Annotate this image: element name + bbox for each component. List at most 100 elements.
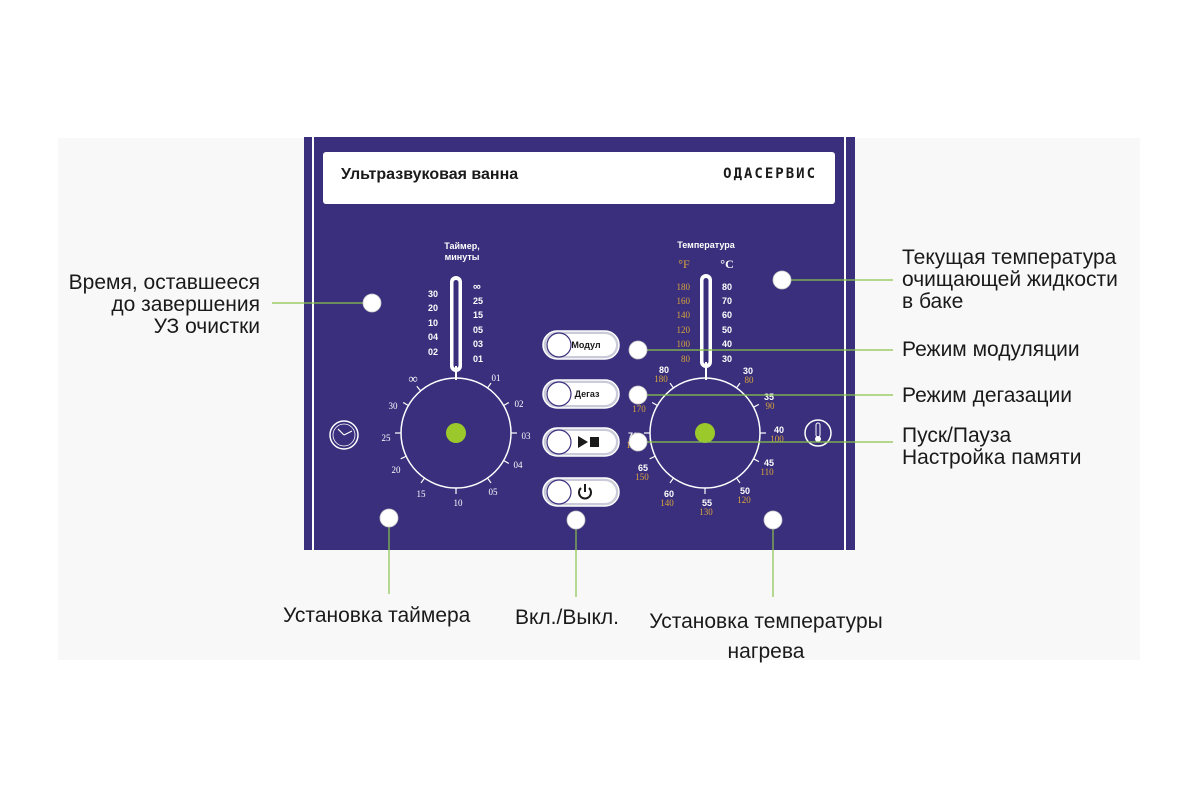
callout-time-remaining: Время, оставшееся до завершения УЗ очист… <box>69 272 260 338</box>
celsius-scale: 80 70 60 50 40 30 <box>722 282 732 364</box>
timer-dial[interactable]: ∞ 01 02 03 04 05 10 15 20 25 30 <box>382 371 532 508</box>
callout-play-memory: Пуск/Пауза Настройка памяти <box>902 425 1081 469</box>
brand-logo: ОДАСЕРВИС <box>723 166 817 182</box>
dial-tick <box>400 455 407 460</box>
timer-header-line1: Таймер, <box>444 241 479 251</box>
timer-dial-label: 04 <box>514 460 524 470</box>
marker-time-remaining <box>362 293 382 313</box>
callout-line: Пуск/Пауза <box>902 424 1012 447</box>
timer-dial-label: 10 <box>454 498 464 508</box>
timer-dial-label: 20 <box>392 465 402 475</box>
timer-scale-label: 04 <box>428 332 438 342</box>
callout-line: очищающей жидкости <box>902 268 1118 291</box>
temp-dial-fahrenheit: 140 <box>660 498 674 508</box>
temp-header: Температура <box>677 240 736 250</box>
timer-scale-label: 01 <box>473 354 483 364</box>
timer-dial-label: 25 <box>382 433 392 443</box>
dial-tick <box>651 401 658 407</box>
dial-tick <box>753 458 760 463</box>
temp-dial-celsius: 30 <box>743 366 753 376</box>
degas-button[interactable]: Дегаз <box>542 379 620 409</box>
temp-dial-fahrenheit: 100 <box>770 434 784 444</box>
temp-dial-fahrenheit: 90 <box>766 401 776 411</box>
fahrenheit-label: 140 <box>677 310 691 320</box>
timer-scale-label: 10 <box>428 318 438 328</box>
timer-scale-label: ∞ <box>473 281 481 293</box>
temp-dial-celsius: 60 <box>664 489 674 499</box>
temp-dial-fahrenheit: 110 <box>760 467 774 477</box>
temp-dial-celsius: 45 <box>764 458 774 468</box>
panel-edge-right <box>844 137 846 550</box>
temp-dial-celsius: 65 <box>638 463 648 473</box>
timer-scale-label: 20 <box>428 303 438 313</box>
timer-knob[interactable] <box>446 423 466 443</box>
temp-dial-celsius: 80 <box>659 365 669 375</box>
callout-markers <box>362 270 792 530</box>
fahrenheit-label: 100 <box>677 339 691 349</box>
timer-scale-label: 30 <box>428 289 438 299</box>
dial-tick <box>669 382 674 389</box>
temperature-dial-ticks <box>644 382 766 494</box>
temp-dial-fahrenheit: 180 <box>654 374 668 384</box>
fahrenheit-label: 160 <box>677 296 691 306</box>
callout-current-temp: Текущая температура очищающей жидкости в… <box>902 247 1118 313</box>
timer-header-line2: минуты <box>445 252 480 262</box>
callout-line: Текущая температура <box>902 246 1117 269</box>
marker-power <box>566 510 586 530</box>
power-icon <box>578 484 592 500</box>
power-button[interactable] <box>542 477 620 507</box>
thermometer-icon <box>804 419 832 447</box>
timer-scale-label: 03 <box>473 339 483 349</box>
temp-dial-celsius: 40 <box>774 425 784 435</box>
temp-dial-fahrenheit: 130 <box>699 507 713 517</box>
celsius-label: 30 <box>722 354 732 364</box>
callout-line: Настройка памяти <box>902 446 1082 469</box>
dial-tick <box>753 403 760 408</box>
dial-tick <box>736 477 741 484</box>
callout-line: Установка температуры <box>649 610 883 633</box>
temp-dial-celsius: 35 <box>764 392 774 402</box>
timer-dial-label: 30 <box>389 401 399 411</box>
panel-title: Ультразвуковая ванна <box>341 166 519 183</box>
temp-dial-fahrenheit: 120 <box>737 495 751 505</box>
callout-degas: Режим дегазации <box>902 384 1072 407</box>
timer-dial-label: 05 <box>489 487 499 497</box>
celsius-label: 80 <box>722 282 732 292</box>
modulation-button-label: Модул <box>571 340 601 350</box>
fahrenheit-label: 80 <box>681 354 691 364</box>
degas-button-label: Дегаз <box>575 389 600 399</box>
celsius-label: 40 <box>722 339 732 349</box>
callout-line: нагрева <box>727 640 805 663</box>
dial-tick <box>420 477 425 484</box>
temperature-knob[interactable] <box>695 423 715 443</box>
timer-scale-label: 02 <box>428 347 438 357</box>
callout-modulation: Режим модуляции <box>902 338 1080 361</box>
timer-dial-label: 03 <box>522 431 532 441</box>
dial-tick <box>402 401 409 407</box>
dial-tick <box>736 382 741 389</box>
timer-dial-label: 15 <box>417 489 427 499</box>
timer-dial-label: 01 <box>492 373 501 383</box>
callout-temp-set: Установка температуры нагрева <box>637 607 895 667</box>
fahrenheit-label: 180 <box>677 282 691 292</box>
dial-tick <box>669 477 674 484</box>
marker-degas <box>628 385 648 405</box>
title-plate: Ультразвуковая ванна ОДАСЕРВИС <box>323 152 835 204</box>
temp-dial-fahrenheit: 170 <box>632 404 646 414</box>
temperature-dial[interactable]: 80 180 30 80 35 90 40 100 45 110 50 120 … <box>626 365 784 517</box>
dial-tick <box>503 459 510 465</box>
timer-scale-label: 25 <box>473 296 483 306</box>
modulation-button[interactable]: Модул <box>542 330 620 360</box>
dial-tick <box>503 401 510 407</box>
timer-scale-label: 15 <box>473 310 483 320</box>
timer-dial-ticks <box>395 382 517 494</box>
play-pause-icon <box>578 436 599 448</box>
leader-lines <box>272 279 893 597</box>
dial-tick <box>487 382 492 389</box>
dial-tick <box>416 385 422 392</box>
timer-scale-label: 05 <box>473 325 483 335</box>
marker-current-temp <box>772 270 792 290</box>
callout-line: УЗ очистки <box>153 315 260 338</box>
play-pause-button[interactable] <box>542 427 620 457</box>
